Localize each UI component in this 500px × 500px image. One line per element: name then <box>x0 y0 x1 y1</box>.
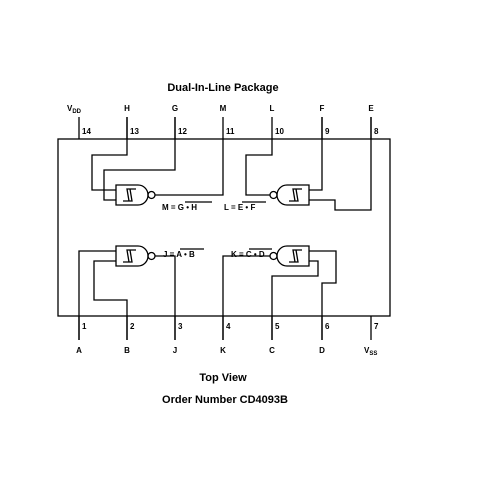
pin-14-number: 14 <box>82 127 91 136</box>
pin-7-name: VSS <box>364 346 377 357</box>
pin-8-name: E <box>368 104 374 113</box>
logic-equations: M = G • H L = E • F J = A • B K = C • D <box>162 201 272 259</box>
nand-gate-m <box>91 117 224 206</box>
gate-j-body <box>115 245 149 267</box>
pin-2-number: 2 <box>130 322 135 331</box>
gate-m-inverter-bubble <box>147 190 156 200</box>
pin-11-number: 11 <box>226 127 235 136</box>
pin-12-number: 12 <box>178 127 187 136</box>
pin-1-name: A <box>76 346 82 355</box>
bottom-pin-numbers: 1 2 3 4 5 6 7 <box>82 322 379 331</box>
wire-f-to-gate-l <box>309 117 323 191</box>
gate-l-schmitt-symbol <box>289 188 302 202</box>
equation-m: M = G • H <box>162 203 197 212</box>
wire-gate-l-to-pin-l <box>245 139 273 196</box>
wire-gate-j-to-pin-j <box>155 255 176 340</box>
bottom-pin-names: A B J K C D VSS <box>76 346 377 357</box>
nand-gate-k <box>222 245 337 340</box>
wire-g-to-gate-m <box>103 117 176 201</box>
gate-k-body <box>276 245 310 267</box>
pin-4-number: 4 <box>226 322 231 331</box>
gate-j-inverter-bubble <box>147 251 156 261</box>
wire-d-to-gate-k <box>309 250 337 340</box>
gate-j-schmitt-symbol <box>123 249 136 263</box>
pin-12-name: G <box>172 104 178 113</box>
gate-m-body <box>115 184 149 206</box>
pin-6-name: D <box>319 346 325 355</box>
view-label: Top View <box>199 372 247 384</box>
pin-1-number: 1 <box>82 322 87 331</box>
wire-gate-m-to-pin-m <box>155 139 224 196</box>
pin-11-name: M <box>220 104 227 113</box>
wire-b-to-gate-j <box>93 260 128 340</box>
pin-7-number: 7 <box>374 322 379 331</box>
pin-9-number: 9 <box>325 127 330 136</box>
pin-2-name: B <box>124 346 130 355</box>
nand-gate-j <box>78 245 176 340</box>
pin-8-number: 8 <box>374 127 379 136</box>
pin-10-name: L <box>270 104 275 113</box>
gate-l-inverter-bubble <box>269 190 278 200</box>
top-pin-names: VDD H G M L F E <box>67 104 374 115</box>
pin-13-name: H <box>124 104 130 113</box>
equation-k: K = C • D <box>231 250 265 259</box>
top-pin-numbers: 14 13 12 11 10 9 8 <box>82 127 379 136</box>
gate-l-body <box>276 184 310 206</box>
pin-5-number: 5 <box>275 322 280 331</box>
equation-l: L = E • F <box>224 203 255 212</box>
wire-c-to-gate-k <box>271 260 319 340</box>
wire-gate-k-to-pin-k <box>222 255 270 340</box>
package-title: Dual-In-Line Package <box>167 82 278 94</box>
wire-h-to-gate-m <box>91 117 128 191</box>
pin-6-number: 6 <box>325 322 330 331</box>
gate-k-inverter-bubble <box>269 251 278 261</box>
pin-3-name: J <box>173 346 177 355</box>
wire-a-to-gate-j <box>78 250 116 340</box>
pin-9-name: F <box>320 104 325 113</box>
pin-10-number: 10 <box>275 127 284 136</box>
order-number-label: Order Number CD4093B <box>162 394 288 406</box>
gate-k-schmitt-symbol <box>289 249 302 263</box>
pin-13-number: 13 <box>130 127 139 136</box>
pin-5-name: C <box>269 346 275 355</box>
equation-j: J = A • B <box>163 250 195 259</box>
pin-3-number: 3 <box>178 322 183 331</box>
nand-gate-l <box>245 117 372 211</box>
pin-14-name: VDD <box>67 104 82 115</box>
wire-e-to-gate-l <box>309 117 372 211</box>
pin-4-name: K <box>220 346 226 355</box>
ic-package-outline <box>57 138 391 317</box>
gate-m-schmitt-symbol <box>123 188 136 202</box>
